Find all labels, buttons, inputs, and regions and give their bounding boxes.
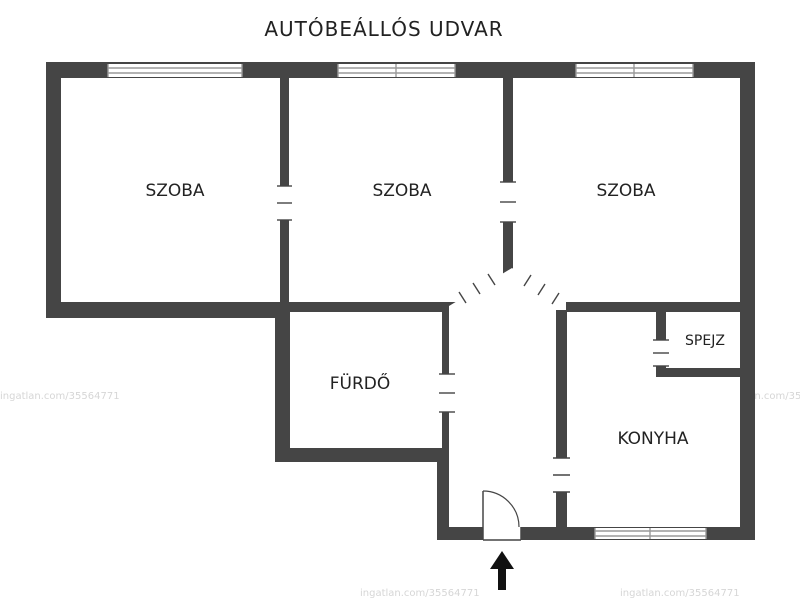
window-top-right	[575, 64, 694, 77]
room-szoba-right	[513, 78, 740, 302]
label-szoba-right: SZOBA	[596, 181, 655, 201]
entrance-door	[482, 490, 522, 541]
window-top-left	[107, 64, 243, 77]
door-furdo	[439, 373, 455, 413]
room-konyha	[567, 312, 740, 527]
door-szoba-left-middle	[277, 185, 292, 221]
door-spejz	[653, 339, 669, 367]
door-szoba-middle-right	[500, 181, 516, 223]
door-konyha	[553, 457, 570, 493]
label-furdo: FÜRDŐ	[330, 372, 391, 394]
label-konyha: KONYHA	[617, 429, 688, 449]
rooms	[61, 78, 740, 527]
watermark-7: ingatlan.com/35564771	[620, 588, 740, 599]
door-hall-diagonal-right	[523, 274, 560, 305]
room-furdo	[290, 312, 442, 448]
window-top-middle	[337, 64, 456, 77]
room-szoba-left	[61, 78, 280, 302]
windows	[107, 64, 707, 539]
doors	[277, 181, 669, 541]
label-szoba-middle: SZOBA	[372, 181, 431, 201]
room-spejz	[666, 312, 740, 368]
label-spejz: SPEJZ	[685, 333, 725, 349]
window-kitchen-bottom	[594, 528, 707, 539]
door-hall-diagonal-left	[458, 273, 496, 304]
label-szoba-left: SZOBA	[145, 181, 204, 201]
room-hallway	[452, 276, 556, 527]
watermark-5: ingatlan.com/35564771	[720, 391, 800, 402]
plan-title: AUTÓBEÁLLÓS UDVAR	[264, 17, 503, 41]
watermark-3: ingatlan.com/35564771	[0, 391, 120, 402]
watermark-6: ingatlan.com/35564771	[360, 588, 480, 599]
room-szoba-middle	[289, 78, 503, 302]
arrow-up-icon	[490, 551, 514, 590]
room-labels: SZOBA SZOBA SZOBA FÜRDŐ SPEJZ KONYHA	[145, 181, 725, 449]
